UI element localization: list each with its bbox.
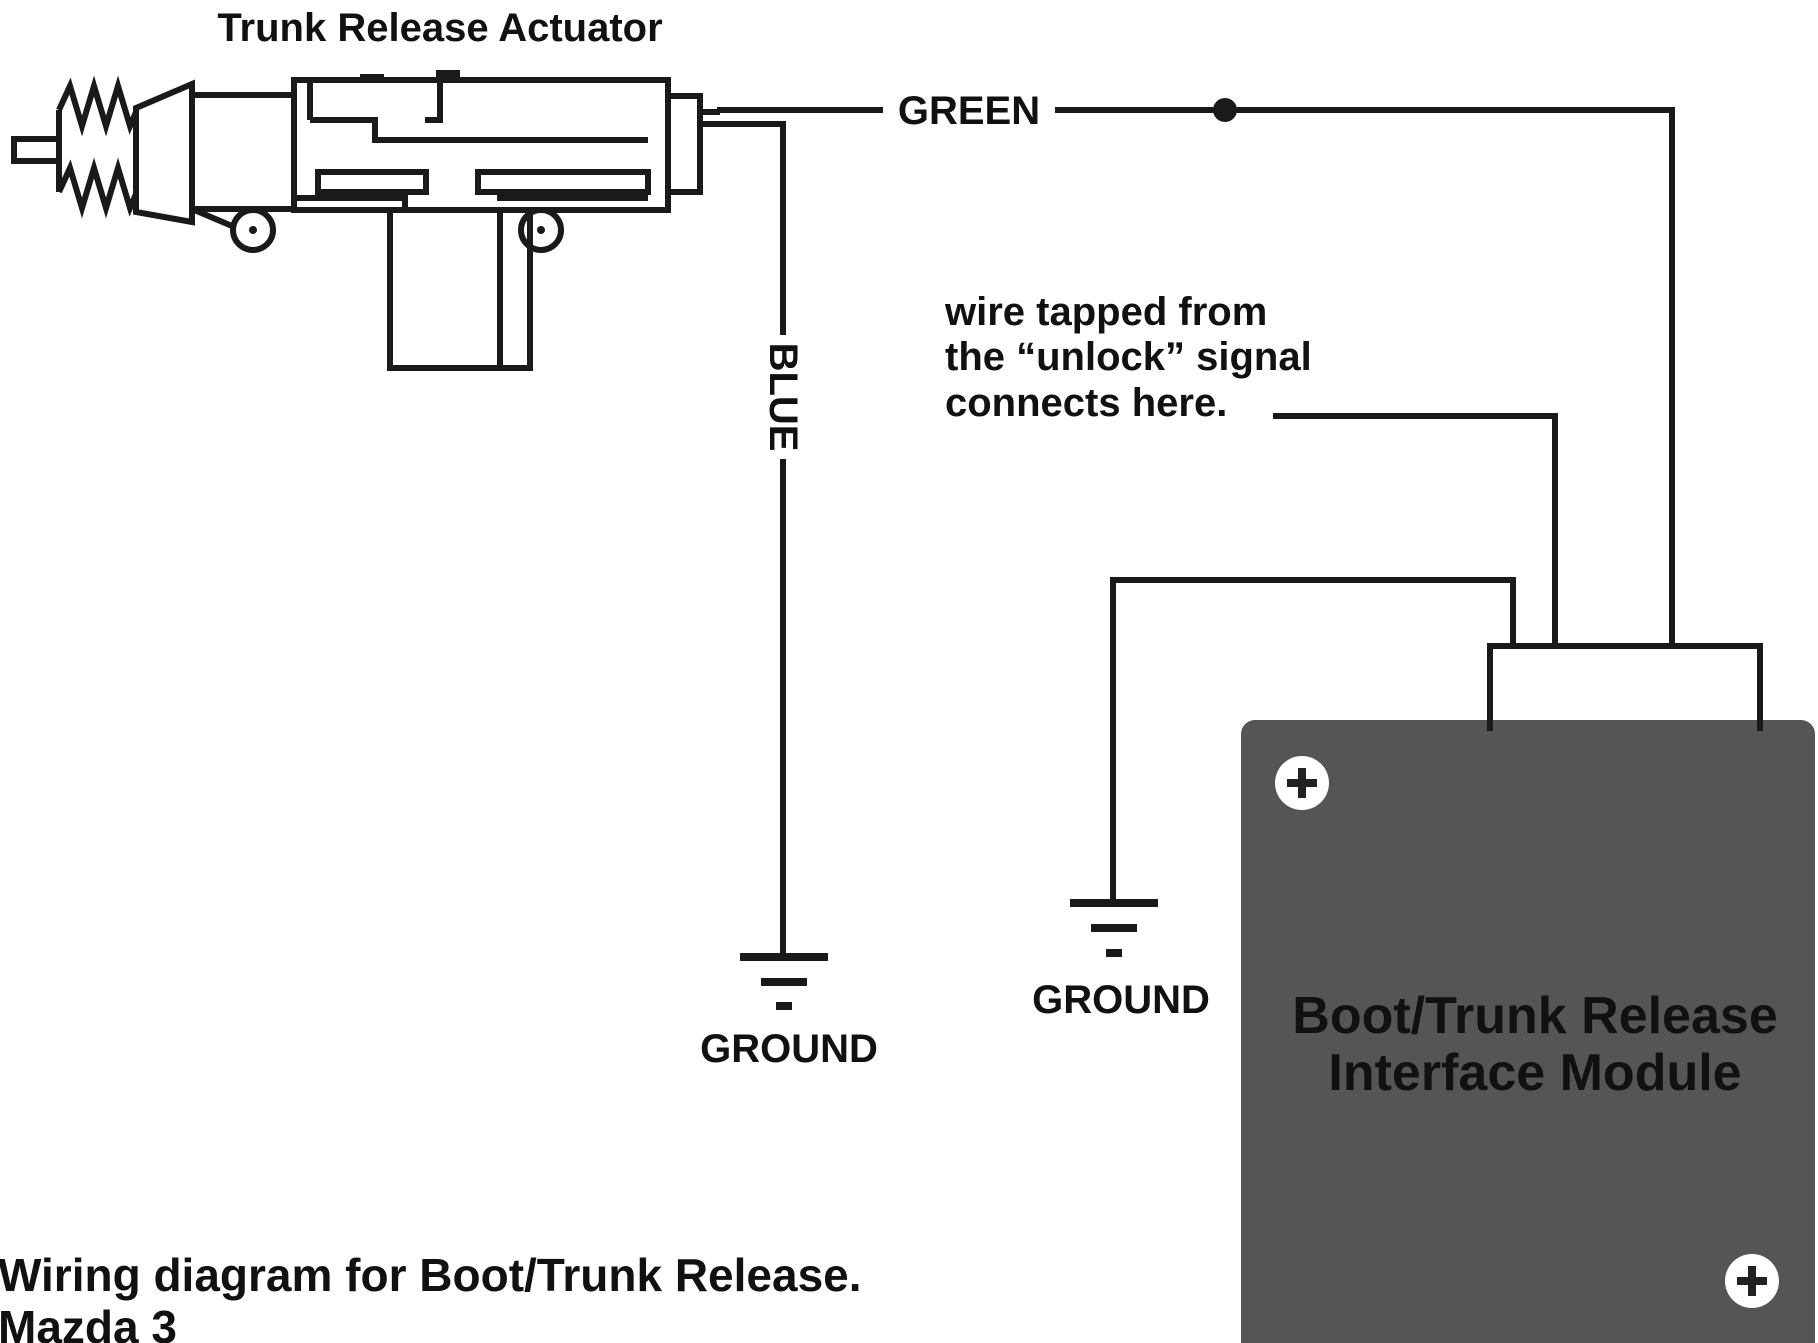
ground-label-left: GROUND — [700, 1027, 878, 1071]
module-body — [1241, 720, 1815, 1343]
ground-symbol-right — [1070, 899, 1158, 957]
ground-label-right: GROUND — [1032, 978, 1210, 1022]
blue-wire-top — [717, 121, 786, 335]
interface-module: Boot/Trunk Release Interface Module — [1241, 643, 1815, 1343]
tap-note-line2: the “unlock” signal — [945, 335, 1312, 379]
module-connector — [1487, 643, 1763, 734]
module-label-line1: Boot/Trunk Release — [1292, 987, 1777, 1045]
caption-line1: Wiring diagram for Boot/Trunk Release. — [0, 1249, 862, 1301]
plus-terminal-icon-top — [1275, 756, 1329, 810]
caption-line2: Mazda 3 — [0, 1301, 177, 1343]
plus-terminal-icon-bottom — [1725, 1254, 1779, 1308]
module-label-line2: Interface Module — [1328, 1044, 1741, 1102]
tap-note-line1: wire tapped from — [944, 290, 1267, 334]
module-ground-wire — [1110, 577, 1516, 906]
actuator-title: Trunk Release Actuator — [217, 6, 662, 50]
tap-note-line3: connects here. — [945, 381, 1227, 425]
trunk-release-actuator — [11, 70, 720, 371]
ground-symbol-left — [740, 953, 828, 1010]
blue-wire-label: BLUE — [761, 343, 805, 452]
green-wire-right — [1055, 107, 1675, 646]
green-wire-label: GREEN — [898, 89, 1040, 133]
unlock-tap-wire — [1273, 413, 1558, 646]
splice-dot — [1213, 98, 1237, 122]
